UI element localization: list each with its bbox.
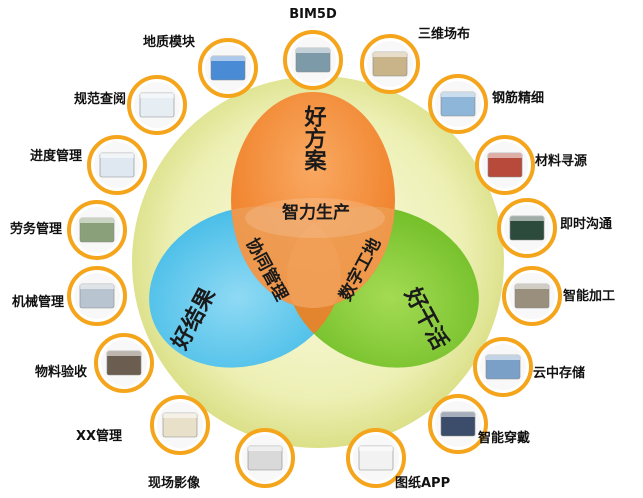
cloud-storage-icon	[480, 344, 526, 390]
smart-wearable-icon	[435, 401, 481, 447]
module-label: 智能加工	[563, 288, 615, 304]
module-label: BIM5D	[289, 7, 337, 22]
smart-processing-icon	[509, 273, 555, 319]
module-geology-module: 地质模块	[143, 34, 258, 98]
module-progress-management: 进度管理	[30, 135, 147, 195]
site-video-icon	[242, 435, 288, 481]
module-label: 机械管理	[12, 294, 64, 310]
module-label: XX管理	[76, 428, 122, 444]
geology-module-icon	[205, 45, 251, 91]
overlap-top-label: 智力生产	[282, 202, 350, 223]
module-label: 智能穿戴	[478, 430, 530, 446]
module-site-video: 现场影像	[148, 428, 295, 491]
material-acceptance-icon	[101, 340, 147, 386]
module-smart-processing: 智能加工	[502, 266, 615, 326]
module-labor-management: 劳务管理	[10, 200, 127, 260]
rebar-detail-icon	[435, 81, 481, 127]
module-material-acceptance: 物料验收	[35, 333, 154, 393]
module-rebar-detail: 钢筋精细	[428, 74, 544, 134]
progress-management-icon	[94, 142, 140, 188]
module-label: 三维场布	[418, 26, 470, 42]
bim-model-icon	[290, 37, 336, 83]
module-label: 进度管理	[30, 148, 82, 164]
instant-communication-icon	[504, 205, 550, 251]
module-machinery-management: 机械管理	[12, 266, 127, 326]
module-label: 云中存储	[533, 365, 585, 381]
module-instant-communication: 即时沟通	[497, 198, 612, 258]
module-spec-lookup: 规范查阅	[74, 75, 187, 135]
module-label: 即时沟通	[560, 216, 612, 232]
labor-management-icon	[74, 207, 120, 253]
module-label: 钢筋精细	[492, 90, 544, 106]
module-bim-model: BIM5D	[283, 7, 343, 90]
spec-lookup-icon	[134, 82, 180, 128]
module-xx-management: XX管理	[76, 395, 210, 455]
material-sourcing-icon	[482, 142, 528, 188]
module-label: 材料寻源	[535, 153, 587, 169]
module-cloud-storage: 云中存储	[473, 337, 585, 397]
drawing-app-icon	[353, 435, 399, 481]
machinery-management-icon	[74, 273, 120, 319]
module-drawing-app: 图纸APP	[346, 428, 450, 491]
xx-management-icon	[157, 402, 203, 448]
module-label: 现场影像	[148, 475, 201, 491]
module-label: 地质模块	[143, 34, 196, 50]
venn-top-label: 好方案	[301, 104, 328, 171]
module-label: 物料验收	[35, 364, 88, 380]
module-material-sourcing: 材料寻源	[475, 135, 587, 195]
module-label: 劳务管理	[10, 221, 62, 237]
module-label: 图纸APP	[395, 475, 450, 491]
module-label: 规范查阅	[74, 91, 126, 107]
module-3d-site-layout: 三维场布	[360, 26, 470, 94]
3d-site-layout-icon	[367, 41, 413, 87]
module-smart-wearable: 智能穿戴	[428, 394, 530, 454]
